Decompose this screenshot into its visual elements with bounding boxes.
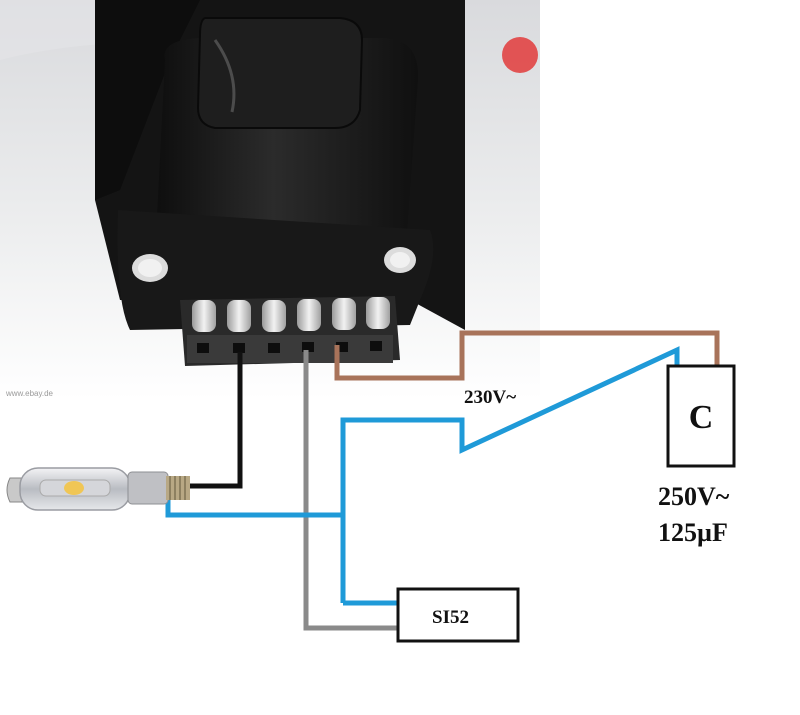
capacitor-box [666,364,736,468]
mains-voltage-label: 230V~ [464,387,516,408]
wire-brown [334,330,720,381]
terminal-screw [227,300,251,332]
lamp-neck [127,471,169,505]
terminal-screw [332,298,356,330]
terminal-block [180,296,400,366]
lamp-base-thread [166,476,190,500]
ballast-photo: www.ebay.de [0,0,540,400]
terminal-screw [366,297,390,329]
capacitor-symbol: C [689,399,714,436]
capacitor: C [666,364,736,468]
coil-cap [196,17,364,129]
wire-black [190,352,243,489]
igniter-box [396,587,520,643]
wire-blue-main [340,346,680,603]
wires [165,330,720,631]
capacitor-capacitance-label: 125µF [658,518,728,547]
terminal-screws [192,297,390,332]
terminal-screw [192,300,216,332]
metal-halide-lamp [6,467,190,511]
red-object [502,37,538,73]
wire-blue-lamp [165,500,343,518]
capacitor-voltage-label: 250V~ [658,482,730,511]
lamp-arc-tube [64,481,84,495]
igniter-label: SI52 [432,607,469,628]
terminal-screw [297,299,321,331]
terminal-screw [262,300,286,332]
wire-grey [303,350,398,631]
igniter: SI52 [396,587,520,643]
photo-watermark: www.ebay.de [5,389,54,398]
